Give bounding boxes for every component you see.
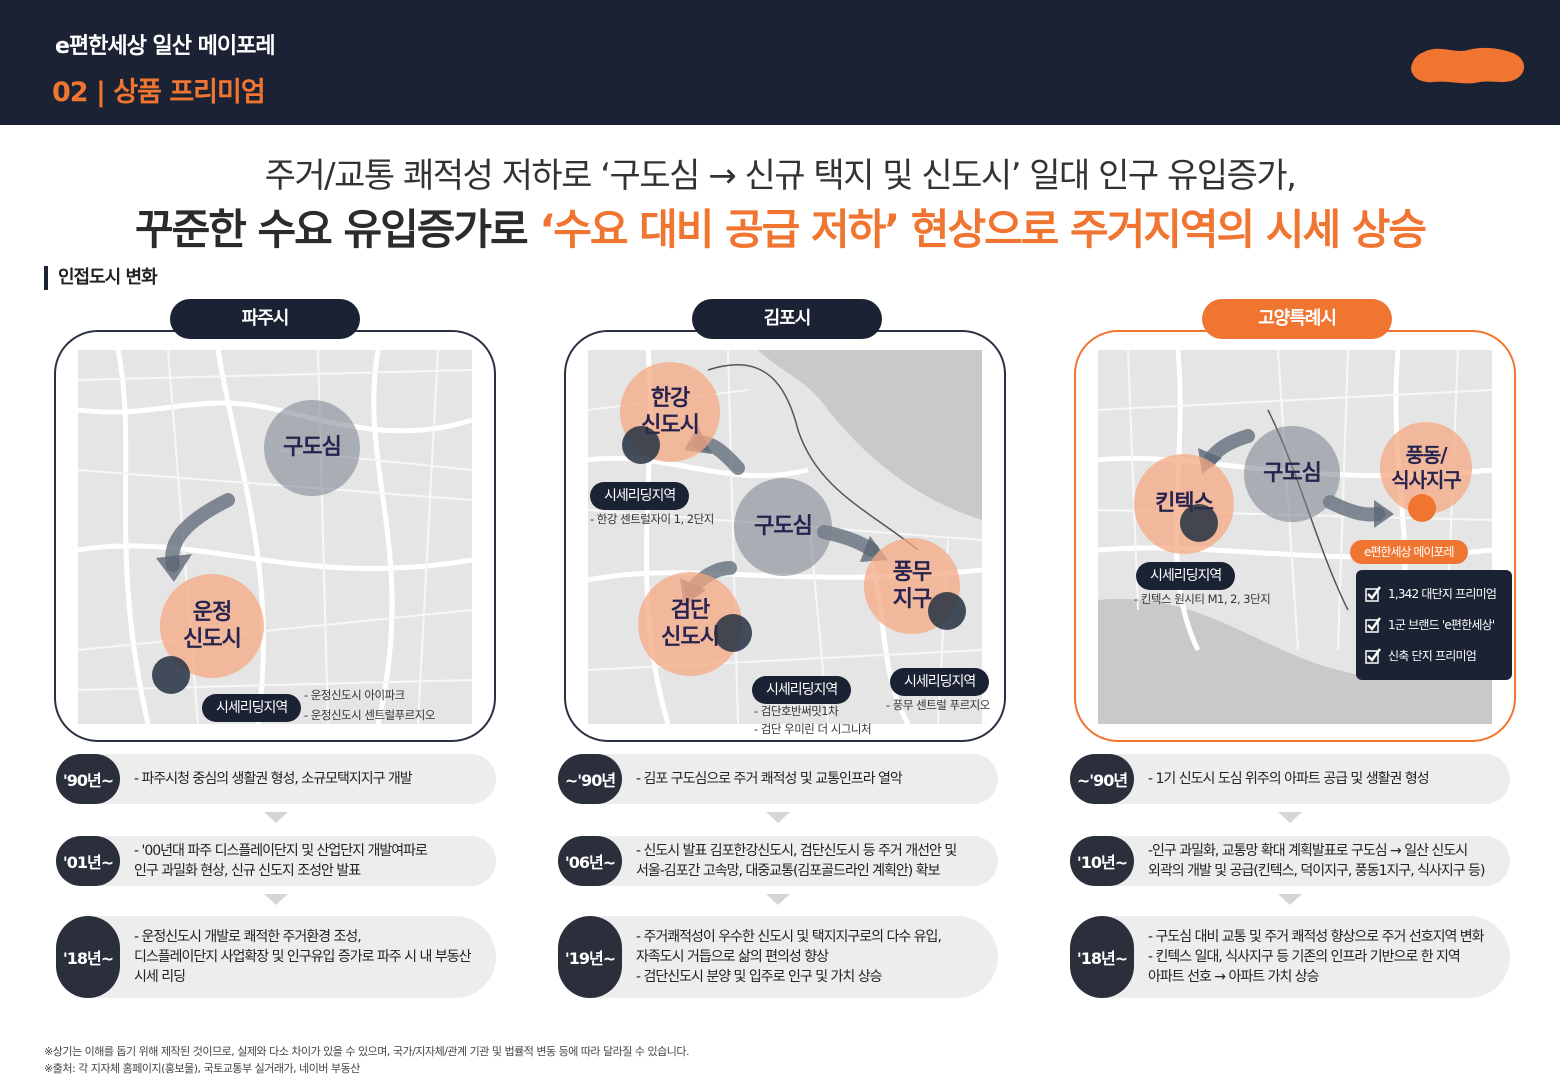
timeline-arrow-down xyxy=(766,812,790,823)
project-tag: e편한세상 메이포레 xyxy=(1350,540,1468,564)
timeline-year: '06년~ xyxy=(558,836,622,886)
circle-old-town-goyang: 구도심 xyxy=(1244,426,1340,522)
leading-area-tag-hangang: 시세리딩지역 xyxy=(590,482,690,510)
check-label-1: 1,342 대단지 프리미엄 xyxy=(1388,587,1497,601)
leading-area-marker-geomdan xyxy=(714,614,752,652)
headline-highlight: ‘수요 대비 공급 저하’ 현상으로 주거지역의 시세 상승 xyxy=(539,205,1427,254)
timeline-year: '10년~ xyxy=(1070,836,1134,886)
map-roads-paju xyxy=(78,350,472,724)
timeline-text: - 김포 구도심으로 주거 쾌적성 및 교통인프라 열악 xyxy=(636,771,903,787)
timeline-year: ~'90년 xyxy=(1070,754,1134,804)
timeline-arrow-down xyxy=(264,812,288,823)
timeline-goyang-2: '10년~ -인구 과밀화, 교통망 확대 계획발표로 구도심 → 일산 신도시… xyxy=(1070,836,1510,886)
timeline-text: - 주거쾌적성이 우수한 신도시 및 택지지구로의 다수 유입,자족도시 거듭으… xyxy=(636,929,942,985)
leading-area-marker-pungmu xyxy=(928,592,966,630)
timeline-text: - 파주시청 중심의 생활권 형성, 소규모택지지구 개발 xyxy=(134,771,413,787)
headline-prefix: 꾸준한 수요 유입증가로 xyxy=(135,205,540,254)
footnote-disclaimer: ※상기는 이해를 돕기 위해 제작된 것이므로, 실제와 다소 차이가 있을 수… xyxy=(44,1045,690,1058)
timeline-goyang-3: '18년~ - 구도심 대비 교통 및 주거 쾌적성 향상으로 주거 선호지역 … xyxy=(1070,916,1510,998)
note-pungmu: - 풍무 센트럴 푸르지오 xyxy=(886,698,990,712)
circle-old-town-gimpo: 구도심 xyxy=(734,478,832,576)
leading-area-marker-paju xyxy=(152,656,190,694)
timeline-gimpo-1: ~'90년 - 김포 구도심으로 주거 쾌적성 및 교통인프라 열악 xyxy=(558,754,998,804)
timeline-text: - 구도심 대비 교통 및 주거 쾌적성 향상으로 주거 선호지역 변화- 킨텍… xyxy=(1148,929,1485,985)
timeline-year: '18년~ xyxy=(56,916,120,998)
section-title: 02 | 상품 프리미엄 xyxy=(52,77,266,108)
timeline-year: '01년~ xyxy=(56,836,120,886)
note-kintex: - 킨텍스 원시티 M1, 2, 3단지 xyxy=(1134,592,1271,606)
city-label-paju: 파주시 xyxy=(170,299,360,339)
city-label-goyang: 고양특례시 xyxy=(1202,299,1392,339)
map-gimpo: 구도심 한강 신도시 검단 신도시 풍무 지구 xyxy=(588,350,982,724)
circle-old-town-paju: 구도심 xyxy=(264,400,360,496)
check-icon xyxy=(1365,616,1382,633)
timeline-text: - 1기 신도시 도심 위주의 아파트 공급 및 생활권 형성 xyxy=(1148,771,1430,787)
timeline-gimpo-3: '19년~ - 주거쾌적성이 우수한 신도시 및 택지지구로의 다수 유입,자족… xyxy=(558,916,998,998)
timeline-arrow-down xyxy=(264,894,288,905)
timeline-year: ~'90년 xyxy=(558,754,622,804)
leading-area-tag-pungmu: 시세리딩지역 xyxy=(890,668,990,696)
map-paju: 구도심 운정 신도시 xyxy=(78,350,472,724)
timeline-text: - 운정신도시 개발로 쾌적한 주거환경 조성,디스플레이단지 사업확장 및 인… xyxy=(134,929,471,985)
timeline-arrow-down xyxy=(1278,812,1302,823)
section-subtitle: 인접도시 변화 xyxy=(44,266,158,290)
timeline-year: '18년~ xyxy=(1070,916,1134,998)
map-card-paju: 구도심 운정 신도시 시세리딩지역 - 운정신도시 아이파크 - 운정신도시 센… xyxy=(54,330,496,742)
check-item-1: 1,342 대단지 프리미엄 xyxy=(1364,578,1504,609)
timeline-year: '19년~ xyxy=(558,916,622,998)
note-paju-1: - 운정신도시 아이파크 xyxy=(304,688,405,702)
map-card-goyang: 구도심 킨텍스 풍동/ 식사지구 시세리딩지역 - 킨텍스 원시티 M1, 2,… xyxy=(1074,330,1516,742)
check-item-3: 신축 단지 프리미엄 xyxy=(1364,640,1504,671)
timeline-arrow-down xyxy=(766,894,790,905)
headline-line-1: 주거/교통 쾌적성 저하로 ‘구도심 → 신규 택지 및 신도시’ 일대 인구 … xyxy=(264,156,1297,196)
city-label-gimpo: 김포시 xyxy=(692,299,882,339)
note-geomdan-1: - 검단호반써밋1차 xyxy=(754,704,839,718)
note-hangang: - 한강 센트럴자이 1, 2단지 xyxy=(590,512,714,526)
headline-line-2: 꾸준한 수요 유입증가로 ‘수요 대비 공급 저하’ 현상으로 주거지역의 시세… xyxy=(0,196,1560,257)
brand-title: e편한세상 일산 메이포레 xyxy=(55,34,276,59)
leading-area-tag-paju: 시세리딩지역 xyxy=(202,694,302,722)
premium-checklist: 1,342 대단지 프리미엄 1군 브랜드 'e편한세상' 신축 단지 프리미엄 xyxy=(1356,570,1512,680)
check-icon xyxy=(1365,585,1382,602)
leading-area-marker-hangang xyxy=(622,426,660,464)
timeline-paju-3: '18년~ - 운정신도시 개발로 쾌적한 주거환경 조성,디스플레이단지 사업… xyxy=(56,916,496,998)
timeline-year: '90년~ xyxy=(56,754,120,804)
project-location-marker xyxy=(1408,494,1436,522)
leading-area-marker-kintex xyxy=(1180,504,1218,542)
check-label-3: 신축 단지 프리미엄 xyxy=(1388,649,1477,663)
check-icon xyxy=(1365,647,1382,664)
leading-area-tag-geomdan: 시세리딩지역 xyxy=(752,676,852,704)
footnote-source: ※출처: 각 지자체 홈페이지(홍보물), 국토교통부 실거래가, 네이버 부동… xyxy=(44,1062,360,1075)
check-label-2: 1군 브랜드 'e편한세상' xyxy=(1388,618,1495,632)
check-item-2: 1군 브랜드 'e편한세상' xyxy=(1364,609,1504,640)
timeline-goyang-1: ~'90년 - 1기 신도시 도심 위주의 아파트 공급 및 생활권 형성 xyxy=(1070,754,1510,804)
timeline-paju-1: '90년~ - 파주시청 중심의 생활권 형성, 소규모택지지구 개발 xyxy=(56,754,496,804)
timeline-gimpo-2: '06년~ - 신도시 발표 김포한강신도시, 검단신도시 등 주거 개선안 및… xyxy=(558,836,998,886)
note-geomdan-2: - 검단 우미린 더 시그니처 xyxy=(754,722,872,736)
map-card-gimpo: 구도심 한강 신도시 검단 신도시 풍무 지구 시세리딩지역 - 한강 센트럴자… xyxy=(564,330,1006,742)
leading-area-tag-kintex: 시세리딩지역 xyxy=(1136,562,1236,590)
note-paju-2: - 운정신도시 센트럴푸르지오 xyxy=(304,708,435,722)
circle-kintex: 킨텍스 xyxy=(1134,454,1234,554)
header-bar: e편한세상 일산 메이포레 02 | 상품 프리미엄 xyxy=(0,0,1560,125)
brand-logo-icon xyxy=(1411,47,1525,84)
timeline-arrow-down xyxy=(1278,894,1302,905)
